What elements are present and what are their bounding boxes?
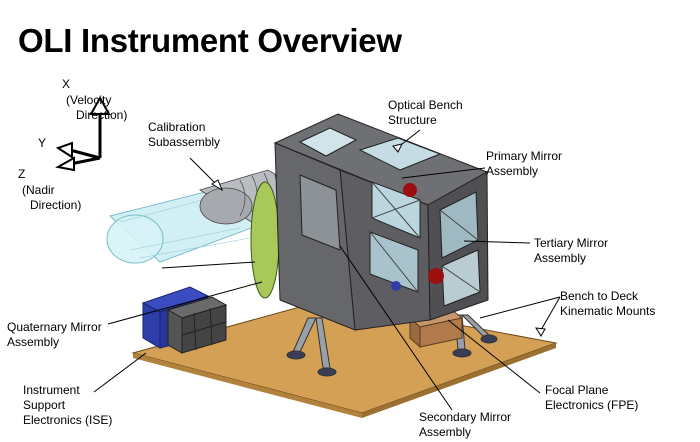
label-primary-mirror-assembly: Primary Mirror Assembly [486, 149, 562, 179]
axis-x-label: X [62, 77, 71, 91]
label-line: Quaternary Mirror [7, 320, 102, 334]
coordinate-axes [55, 95, 111, 172]
label-line: Assembly [486, 164, 539, 178]
label-line: Structure [388, 113, 437, 127]
label-line: Primary Mirror [486, 149, 562, 163]
label-line: Bench to Deck [560, 289, 639, 303]
axis-x-desc-line: Direction) [76, 108, 128, 122]
kinematic-legs [286, 314, 498, 377]
label-tertiary-mirror-assembly: Tertiary Mirror Assembly [534, 236, 608, 266]
label-line: Optical Bench [388, 98, 463, 112]
label-line: Instrument [23, 383, 80, 397]
label-line: Assembly [534, 251, 587, 265]
axis-y-label: Y [38, 136, 47, 150]
axis-z-desc-line: Direction) [30, 198, 82, 212]
label-line: Support [23, 398, 66, 412]
axis-z-label: Z [18, 167, 26, 181]
label-line: Focal Plane [545, 383, 609, 397]
page-title: OLI Instrument Overview [18, 22, 402, 59]
axis-x-desc-line: (Velocity [66, 93, 112, 107]
label-optical-bench-structure: Optical Bench Structure [388, 98, 463, 128]
label-line: Assembly [419, 425, 472, 439]
leader-lines [93, 129, 561, 411]
label-line: Secondary Mirror [419, 410, 512, 424]
label-line: Subassembly [148, 135, 221, 149]
label-bench-to-deck-mounts: Bench to Deck Kinematic Mounts [560, 289, 655, 319]
label-instrument-support-electronics: Instrument Support Electronics (ISE) [23, 383, 112, 428]
label-line: Assembly [7, 335, 60, 349]
axis-x-description: (Velocity Direction) [66, 93, 127, 123]
quaternary-mirror-box [141, 286, 228, 354]
axis-z-desc-line: (Nadir [22, 183, 55, 197]
label-line: Tertiary Mirror [534, 236, 608, 250]
label-line: Electronics (ISE) [23, 413, 113, 427]
label-line: Kinematic Mounts [560, 304, 656, 318]
label-secondary-mirror-assembly: Secondary Mirror Assembly [419, 410, 511, 440]
optical-bench [273, 113, 489, 331]
axis-z-description: (Nadir Direction) [22, 183, 81, 213]
label-calibration-subassembly: Calibration Subassembly [148, 120, 220, 150]
label-line: Electronics (FPE) [545, 398, 639, 412]
label-quaternary-mirror-assembly: Quaternary Mirror Assembly [7, 320, 102, 350]
label-focal-plane-electronics: Focal Plane Electronics (FPE) [545, 383, 638, 413]
label-line: Calibration [148, 120, 206, 134]
